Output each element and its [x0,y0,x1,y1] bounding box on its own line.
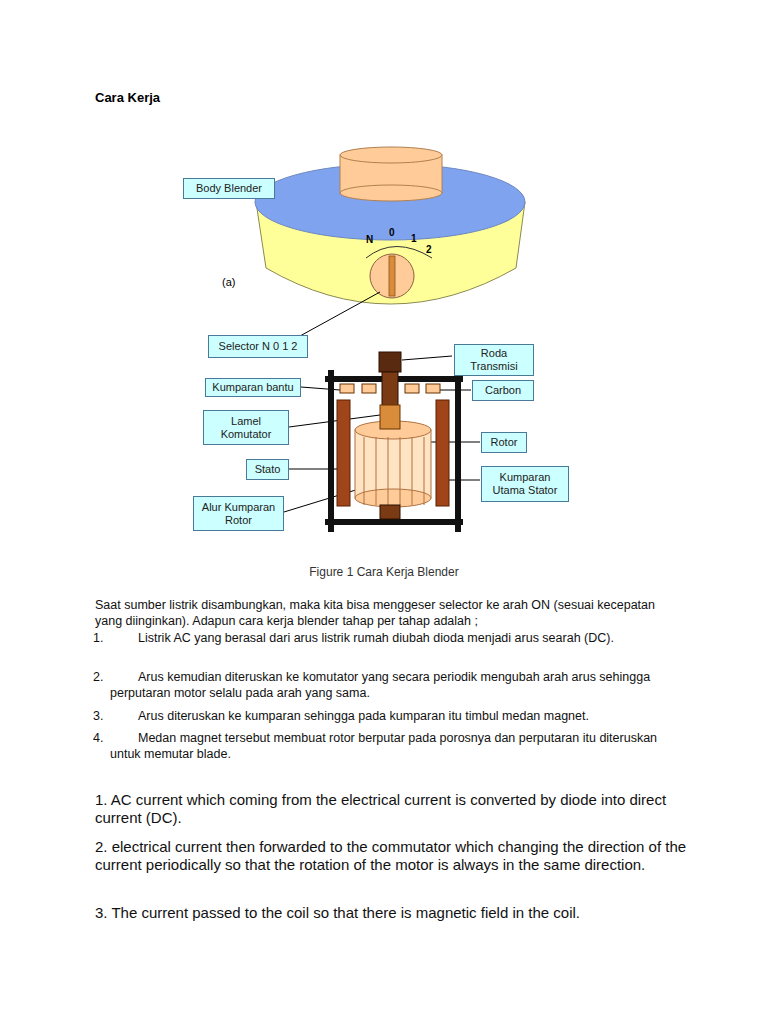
rotor-bottom [355,489,431,507]
commutator [380,405,400,429]
rotor-slot [424,437,425,505]
blender-coupling-base [340,185,442,201]
leader-line [300,292,380,336]
rotor-slot [364,437,365,505]
leader-line [402,356,452,360]
label-box: Stato [246,459,289,480]
leader-line [448,480,480,481]
leader-line [301,387,340,390]
part-label: Body Blender [196,182,262,195]
auxiliary-coil [426,384,440,393]
dial-mark: N [366,234,373,245]
rotor-slot [376,437,377,505]
carbon-brush [405,384,419,393]
dial-mark: 0 [389,227,395,238]
part-label: Alur Kumparan Rotor [198,501,279,527]
frame-right [455,370,461,532]
label-box: Rotor [481,432,527,453]
part-label: Lamel Komutator [208,415,284,441]
rotor-slot [412,437,413,505]
dial-mark: 1 [411,233,417,244]
label-box: Lamel Komutator [203,410,289,445]
part-label: Rotor [491,436,518,449]
english-item: 1. AC current which coming from the elec… [95,791,695,827]
body-paragraph: Saat sumber listrik disambungkan, maka k… [95,597,685,629]
label-box: Body Blender [183,178,275,199]
blender-coupling-top [340,147,442,163]
list-item: Medan magnet tersebut membuat rotor berp… [110,730,685,762]
frame-left [328,370,334,532]
english-item: 3. The current passed to the coil so tha… [95,904,695,922]
label-box: Kumparan bantu [205,378,301,397]
list-number: 3. [93,708,103,724]
part-label: Carbon [485,384,521,397]
list-number: 4. [93,730,103,746]
figure-caption: Figure 1 Cara Kerja Blender [234,565,534,579]
frame-bottom [325,519,463,525]
dial-mark: 2 [426,244,432,255]
auxiliary-coil [340,384,354,393]
stator-left [337,400,350,506]
label-box: Selector N 0 1 2 [208,335,308,358]
list-number: 1. [93,630,103,646]
label-box: Kumparan Utama Stator [481,466,569,502]
rotor-body [355,430,431,498]
selector-slot [389,256,395,296]
carbon-brush [362,384,376,393]
part-label: Kumparan bantu [212,381,293,394]
part-label: Selector N 0 1 2 [219,340,298,353]
label-box: Roda Transmisi [454,344,534,376]
part-label: Roda Transmisi [459,347,529,373]
label-box: Carbon [472,380,534,401]
transmission-wheel [379,352,401,372]
label-box: Alur Kumparan Rotor [193,496,284,531]
figure-tag: (a) [222,276,235,288]
list-item: Arus kemudian diteruskan ke komutator ya… [110,669,685,701]
part-label: Kumparan Utama Stator [486,471,564,497]
page-title: Cara Kerja [95,90,160,105]
rotor-slot [400,437,401,505]
shaft-bottom [380,505,400,519]
rotor-slot [388,437,389,505]
list-item: Arus diteruskan ke kumparan sehingga pad… [110,708,685,724]
part-label: Stato [255,463,281,476]
list-item: Listrik AC yang berasal dari arus listri… [110,630,685,646]
selector-knob [370,254,414,298]
list-number: 2. [93,669,103,685]
english-item: 2. electrical current then forwarded to … [95,838,695,874]
stator-right [436,400,449,506]
